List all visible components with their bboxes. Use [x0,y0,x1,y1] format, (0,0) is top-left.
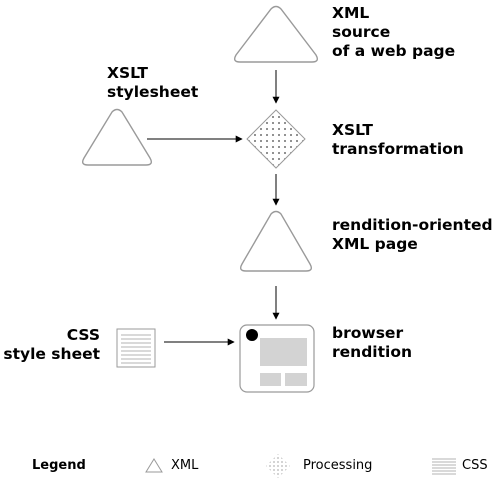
rendition-xml-label-line: rendition-oriented [332,216,493,234]
xml-source-label: XML source of a web page [332,4,455,61]
css-style-sheet-label-line: style sheet [3,345,100,363]
xml-source-label-line: of a web page [332,42,456,60]
browser-rendition-icon [239,324,315,393]
xslt-stylesheet-label-line: XSLT [107,64,148,82]
rendition-xml-triangle-icon [239,210,313,272]
xslt-transformation-label-line: XSLT [332,121,373,139]
legend-title: Legend [32,458,86,473]
css-style-sheet-label: CSS style sheet [3,326,100,364]
xslt-transformation-diamond-icon [246,109,306,169]
xslt-stylesheet-triangle-icon [81,108,153,166]
xml-source-label-line: XML [332,4,370,22]
legend-css-lines-icon [432,458,456,475]
legend-processing-label: Processing [303,458,373,473]
legend-xml-triangle-icon [145,458,163,473]
legend-css-label: CSS [462,458,488,473]
css-style-sheet-label-line: CSS [66,326,100,344]
xml-source-triangle-icon [233,5,319,63]
xslt-transformation-label-line: transformation [332,140,464,158]
css-style-sheet-icon [116,328,156,368]
xslt-transformation-label: XSLT transformation [332,121,464,159]
browser-rendition-label: browser rendition [332,324,412,362]
xslt-stylesheet-label: XSLT stylesheet [107,64,198,102]
browser-rendition-label-line: rendition [332,343,413,361]
browser-rendition-label-line: browser [332,324,404,342]
legend-processing-diamond-icon [266,454,290,478]
rendition-xml-label: rendition-oriented XML page [332,216,493,254]
xslt-stylesheet-label-line: stylesheet [107,83,199,101]
rendition-xml-label-line: XML page [332,235,418,253]
xml-source-label-line: source [332,23,391,41]
legend-xml-label: XML [171,458,199,473]
